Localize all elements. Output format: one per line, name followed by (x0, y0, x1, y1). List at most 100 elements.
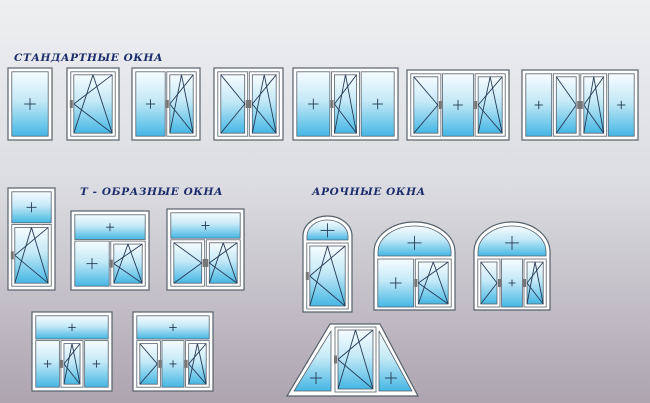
sash-line (345, 74, 357, 134)
fixed-pane (161, 340, 185, 388)
sash-line (63, 343, 73, 385)
t-shaped-windows-title: Т - ОБРАЗНЫЕ ОКНА (80, 186, 223, 198)
sash-line (480, 261, 498, 284)
sash-line (251, 74, 277, 105)
sash-line (209, 262, 238, 284)
windows-group (7, 67, 639, 397)
fixed-pane (442, 73, 474, 137)
t-window-1 (7, 187, 56, 291)
glass (583, 76, 605, 134)
glass (309, 245, 346, 307)
standard-window-fixed-plus-sash (131, 67, 201, 141)
handle-icon (334, 355, 337, 364)
fixed-pane (11, 191, 52, 224)
sash-line (220, 103, 246, 134)
sash-line (337, 359, 374, 390)
sash-line (583, 76, 595, 134)
sash-line (593, 76, 605, 134)
glass (417, 261, 449, 305)
sash-line (14, 254, 49, 284)
left-triangle-glass (293, 329, 332, 392)
t-window-5 (132, 311, 214, 392)
sash-line (113, 263, 143, 284)
sash-line (73, 74, 94, 134)
sash-line (309, 245, 346, 277)
sash-line (555, 104, 577, 134)
handle-icon (248, 100, 252, 108)
fixed-pane (35, 340, 60, 388)
sash-line (334, 74, 357, 105)
sash-line (477, 76, 503, 106)
opening-sash (69, 71, 116, 137)
trapezoid-window (285, 323, 419, 397)
standard-window-three-pane-2 (406, 69, 510, 141)
fixed-pane (35, 315, 109, 340)
glass (208, 242, 238, 284)
sash-line (139, 363, 158, 385)
sash-line (355, 329, 374, 390)
sash-line (417, 261, 434, 305)
fixed-pane (135, 71, 166, 137)
sash-line (173, 262, 202, 284)
sash-line (413, 104, 439, 134)
opening-sash (477, 258, 501, 308)
handle-icon (165, 100, 169, 108)
handle-icon (158, 359, 162, 368)
sash-line (208, 242, 224, 284)
handle-icon (202, 259, 206, 267)
sash-line (477, 76, 491, 134)
glass (526, 261, 544, 305)
glass (251, 74, 277, 134)
sash-line (31, 227, 49, 284)
standard-window-double-sash (213, 67, 284, 141)
opening-sash (205, 239, 241, 287)
arched-windows-title: АРОЧНЫЕ ОКНА (311, 186, 426, 198)
opening-sash (59, 340, 84, 388)
opening-sash (170, 239, 206, 287)
opening-sash (184, 340, 210, 388)
sash-line (555, 76, 577, 106)
sash-line (251, 74, 265, 134)
handle-icon (184, 359, 188, 368)
glass (169, 74, 194, 134)
fixed-pane (136, 315, 210, 340)
standard-window-tilt-turn (66, 67, 120, 141)
sash-line (526, 282, 544, 305)
opening-sash (579, 73, 608, 137)
sash-line (251, 103, 277, 134)
handle-icon (245, 100, 249, 108)
sash-line (413, 76, 439, 106)
opening-sash (248, 71, 280, 137)
opening-sash (334, 326, 377, 393)
opening-sash (410, 73, 442, 137)
fixed-pane (296, 71, 331, 137)
sash-line (188, 343, 198, 385)
opening-sash (217, 71, 249, 137)
handle-icon (579, 101, 583, 109)
handle-icon (523, 279, 526, 287)
sash-line (309, 245, 328, 307)
fixed-pane (360, 71, 395, 137)
sash-line (309, 275, 346, 307)
fixed-pane (74, 214, 146, 240)
handle-icon (330, 100, 334, 108)
arched-window-3 (473, 221, 551, 311)
sash-line (169, 103, 194, 134)
sash-line (181, 74, 194, 134)
glass (73, 74, 113, 134)
handle-icon (305, 272, 309, 280)
t-window-2 (70, 210, 150, 291)
opening-sash (414, 258, 452, 308)
opening-sash (330, 71, 360, 137)
handle-icon (577, 101, 581, 109)
glass (413, 76, 439, 134)
opening-sash (552, 73, 581, 137)
sash-line (526, 261, 544, 284)
fixed-pane (84, 340, 109, 388)
glass (14, 227, 49, 284)
sash-line (432, 261, 449, 305)
standard-window-fixed (7, 67, 53, 141)
sash-line (71, 343, 81, 385)
sash-line (526, 261, 536, 305)
